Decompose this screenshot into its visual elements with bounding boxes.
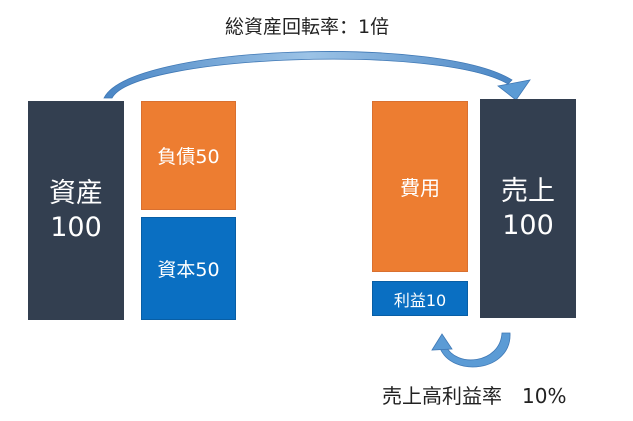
margin-arrow-icon [431, 332, 511, 368]
sales-value: 100 [502, 209, 554, 241]
assets-value: 100 [50, 211, 102, 243]
sales-label: 売上 [501, 175, 555, 207]
profit-label: 利益10 [393, 290, 447, 310]
equity-label: 資本50 [157, 259, 220, 281]
assets-box: 資産 100 [28, 101, 124, 320]
margin-label: 売上高利益率 10% [382, 384, 567, 408]
liabilities-box: 負債50 [141, 101, 236, 210]
expenses-label: 費用 [400, 176, 440, 200]
profit-box: 利益10 [372, 281, 468, 316]
liabilities-label: 負債50 [157, 146, 220, 168]
turnover-arrow-icon [103, 51, 531, 101]
expenses-box: 費用 [372, 101, 468, 272]
assets-label: 資産 [49, 177, 103, 209]
sales-box: 売上 100 [480, 99, 576, 318]
equity-box: 資本50 [141, 217, 236, 320]
turnover-title: 総資産回転率：1倍 [225, 16, 390, 38]
